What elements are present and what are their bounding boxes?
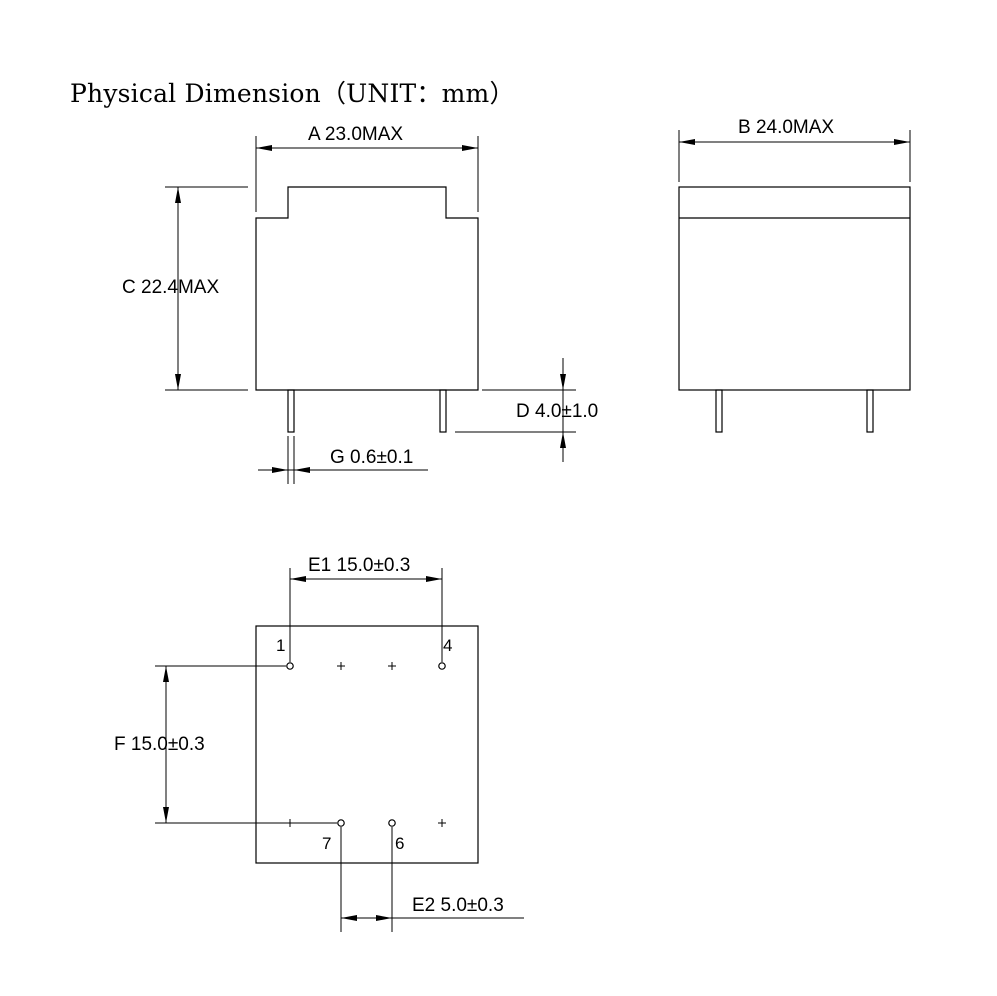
dimension-c: C 22.4MAX: [122, 186, 248, 391]
dimension-f: F 15.0±0.3: [114, 665, 337, 824]
dimension-b: B 24.0MAX: [678, 117, 911, 182]
unused-pin-marker-5: [438, 819, 446, 827]
pin-label-4: 4: [443, 636, 452, 655]
dimension-g: G 0.6±0.1: [258, 436, 428, 484]
front-view: [255, 186, 479, 433]
front-view-pin-left: [287, 389, 295, 433]
pin-label-1: 1: [276, 636, 285, 655]
side-view-pin-left: [715, 389, 723, 433]
side-view-body-outline: [678, 186, 911, 391]
dimension-e2-label: E2 5.0±0.3: [412, 895, 504, 916]
side-view-pin-right: [866, 389, 874, 433]
dimension-a-label: A 23.0MAX: [308, 124, 403, 145]
dimension-a: A 23.0MAX: [255, 124, 479, 212]
bottom-view: 1 4 7 6: [255, 625, 479, 864]
pin-hole-4: [438, 662, 446, 670]
front-view-body-outline: [255, 186, 479, 391]
page-title: Physical Dimension（UNIT：mm）: [70, 79, 515, 108]
dimension-b-label: B 24.0MAX: [738, 117, 834, 138]
pin-hole-7: [337, 819, 345, 827]
dimension-e1-label: E1 15.0±0.3: [308, 555, 410, 576]
unused-pin-marker-2: [337, 662, 345, 670]
dimension-e1: E1 15.0±0.3: [289, 555, 443, 662]
pin-hole-1: [286, 662, 294, 670]
unused-pin-marker-3: [388, 662, 396, 670]
dimension-e2: E2 5.0±0.3: [340, 827, 524, 932]
dimension-d-label: D 4.0±1.0: [516, 401, 598, 422]
bottom-view-body-outline: [255, 625, 479, 864]
side-view: [678, 186, 911, 433]
dimension-f-label: F 15.0±0.3: [114, 734, 205, 755]
dimension-d: D 4.0±1.0: [455, 358, 598, 462]
dimension-g-label: G 0.6±0.1: [330, 447, 413, 468]
pin-hole-6: [388, 819, 396, 827]
dimension-c-label: C 22.4MAX: [122, 277, 219, 298]
front-view-pin-right: [439, 389, 447, 433]
pin-label-7: 7: [322, 834, 331, 853]
pin-label-6: 6: [395, 834, 404, 853]
